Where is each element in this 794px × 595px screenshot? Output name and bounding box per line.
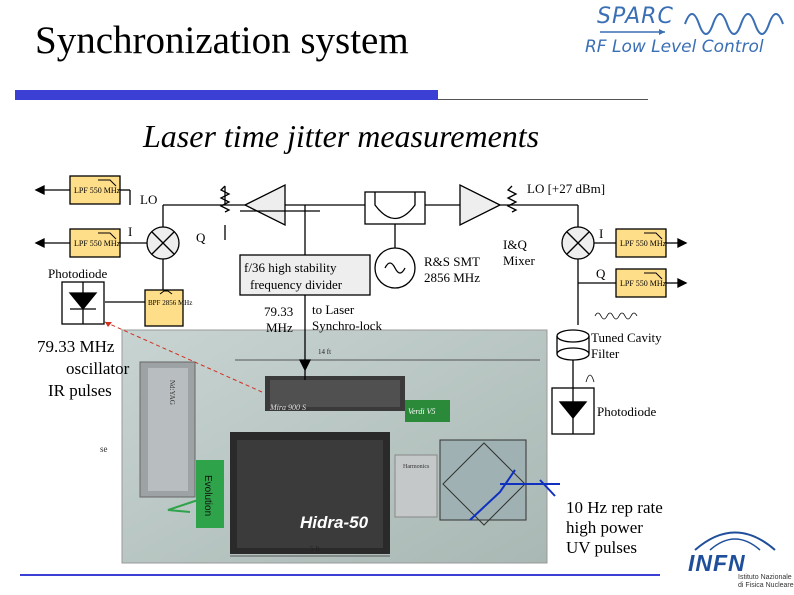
rs-smt-line2: 2856 MHz <box>424 270 480 285</box>
rs-smt-line1: R&S SMT <box>424 254 480 269</box>
footer-rule <box>20 574 660 576</box>
title-underline-bar <box>15 90 438 100</box>
iq-mixer-line1: I&Q <box>503 237 527 252</box>
brand-name: SPARC <box>597 4 674 29</box>
infn-logo-icon <box>694 531 776 551</box>
title-underline-thin <box>438 99 648 100</box>
tuned-cavity-line1: Tuned Cavity <box>591 330 662 345</box>
mira-label: Mira 900 S <box>269 403 306 412</box>
i-left-label: I <box>128 224 132 239</box>
freq-7933-line2: MHz <box>266 320 293 335</box>
lpf-right-q-label: LPF 550 MHz <box>620 279 667 288</box>
infn-subtitle-line1: Istituto Nazionale <box>738 574 792 581</box>
brand-tagline: RF Low Level Control <box>585 37 764 57</box>
infn-subtitle-line2: di Fisica Nucleare <box>738 582 794 589</box>
waveform-logo-icon <box>600 13 784 35</box>
photodiode-left-label: Photodiode <box>48 266 107 281</box>
lpf-mid-label: LPF 550 MHz <box>74 239 121 248</box>
q-right-label: Q <box>596 266 606 281</box>
oscillator-line3: IR pulses <box>48 381 112 400</box>
lo-left-label: LO <box>140 192 157 207</box>
evolution-label: Evolution <box>202 475 213 516</box>
to-laser-line2: Synchro-lock <box>312 318 383 333</box>
oscillator-line2: oscillator <box>66 359 130 378</box>
lo-right-label: LO [+27 dBm] <box>527 181 605 196</box>
divider-label-line1: f/36 high stability <box>244 260 337 275</box>
uv-line1: 10 Hz rep rate <box>566 498 663 517</box>
se-label: se <box>100 444 108 454</box>
hidra-label: Hidra-50 <box>300 513 369 532</box>
q-left-label: Q <box>196 230 206 245</box>
photodiode-right-label: Photodiode <box>597 404 656 419</box>
nd-yag-label: Nd:YAG <box>168 380 176 405</box>
lpf-right-i-label: LPF 550 MHz <box>620 239 667 248</box>
freq-7933-line1: 79.33 <box>264 304 293 319</box>
infn-logo-text: INFN <box>688 550 746 576</box>
slide-subtitle: Laser time jitter measurements <box>143 118 540 154</box>
oscillator-line1: 79.33 MHz <box>37 337 115 356</box>
infn-subtitle: Istituto Nazionale di Fisica Nucleare <box>738 574 794 590</box>
scale-14ft-label: 14 ft <box>318 348 331 356</box>
tuned-cavity-line2: Filter <box>591 346 620 361</box>
iq-mixer-line2: Mixer <box>503 253 535 268</box>
divider-label-line2: frequency divider <box>250 277 343 292</box>
bpf-label: BPF 2856 MHz <box>148 299 192 307</box>
page-title: Synchronization system <box>35 19 409 62</box>
i-right-label: I <box>599 226 603 241</box>
uv-line3: UV pulses <box>566 538 637 557</box>
scale-5ft-label: 5 ft <box>310 545 320 553</box>
uv-line2: high power <box>566 518 643 537</box>
verdi-label: Verdi V5 <box>408 407 435 416</box>
harmonics-label: Harmonics <box>403 464 430 470</box>
lpf-top-label: LPF 550 MHz <box>74 186 121 195</box>
to-laser-line1: to Laser <box>312 302 355 317</box>
